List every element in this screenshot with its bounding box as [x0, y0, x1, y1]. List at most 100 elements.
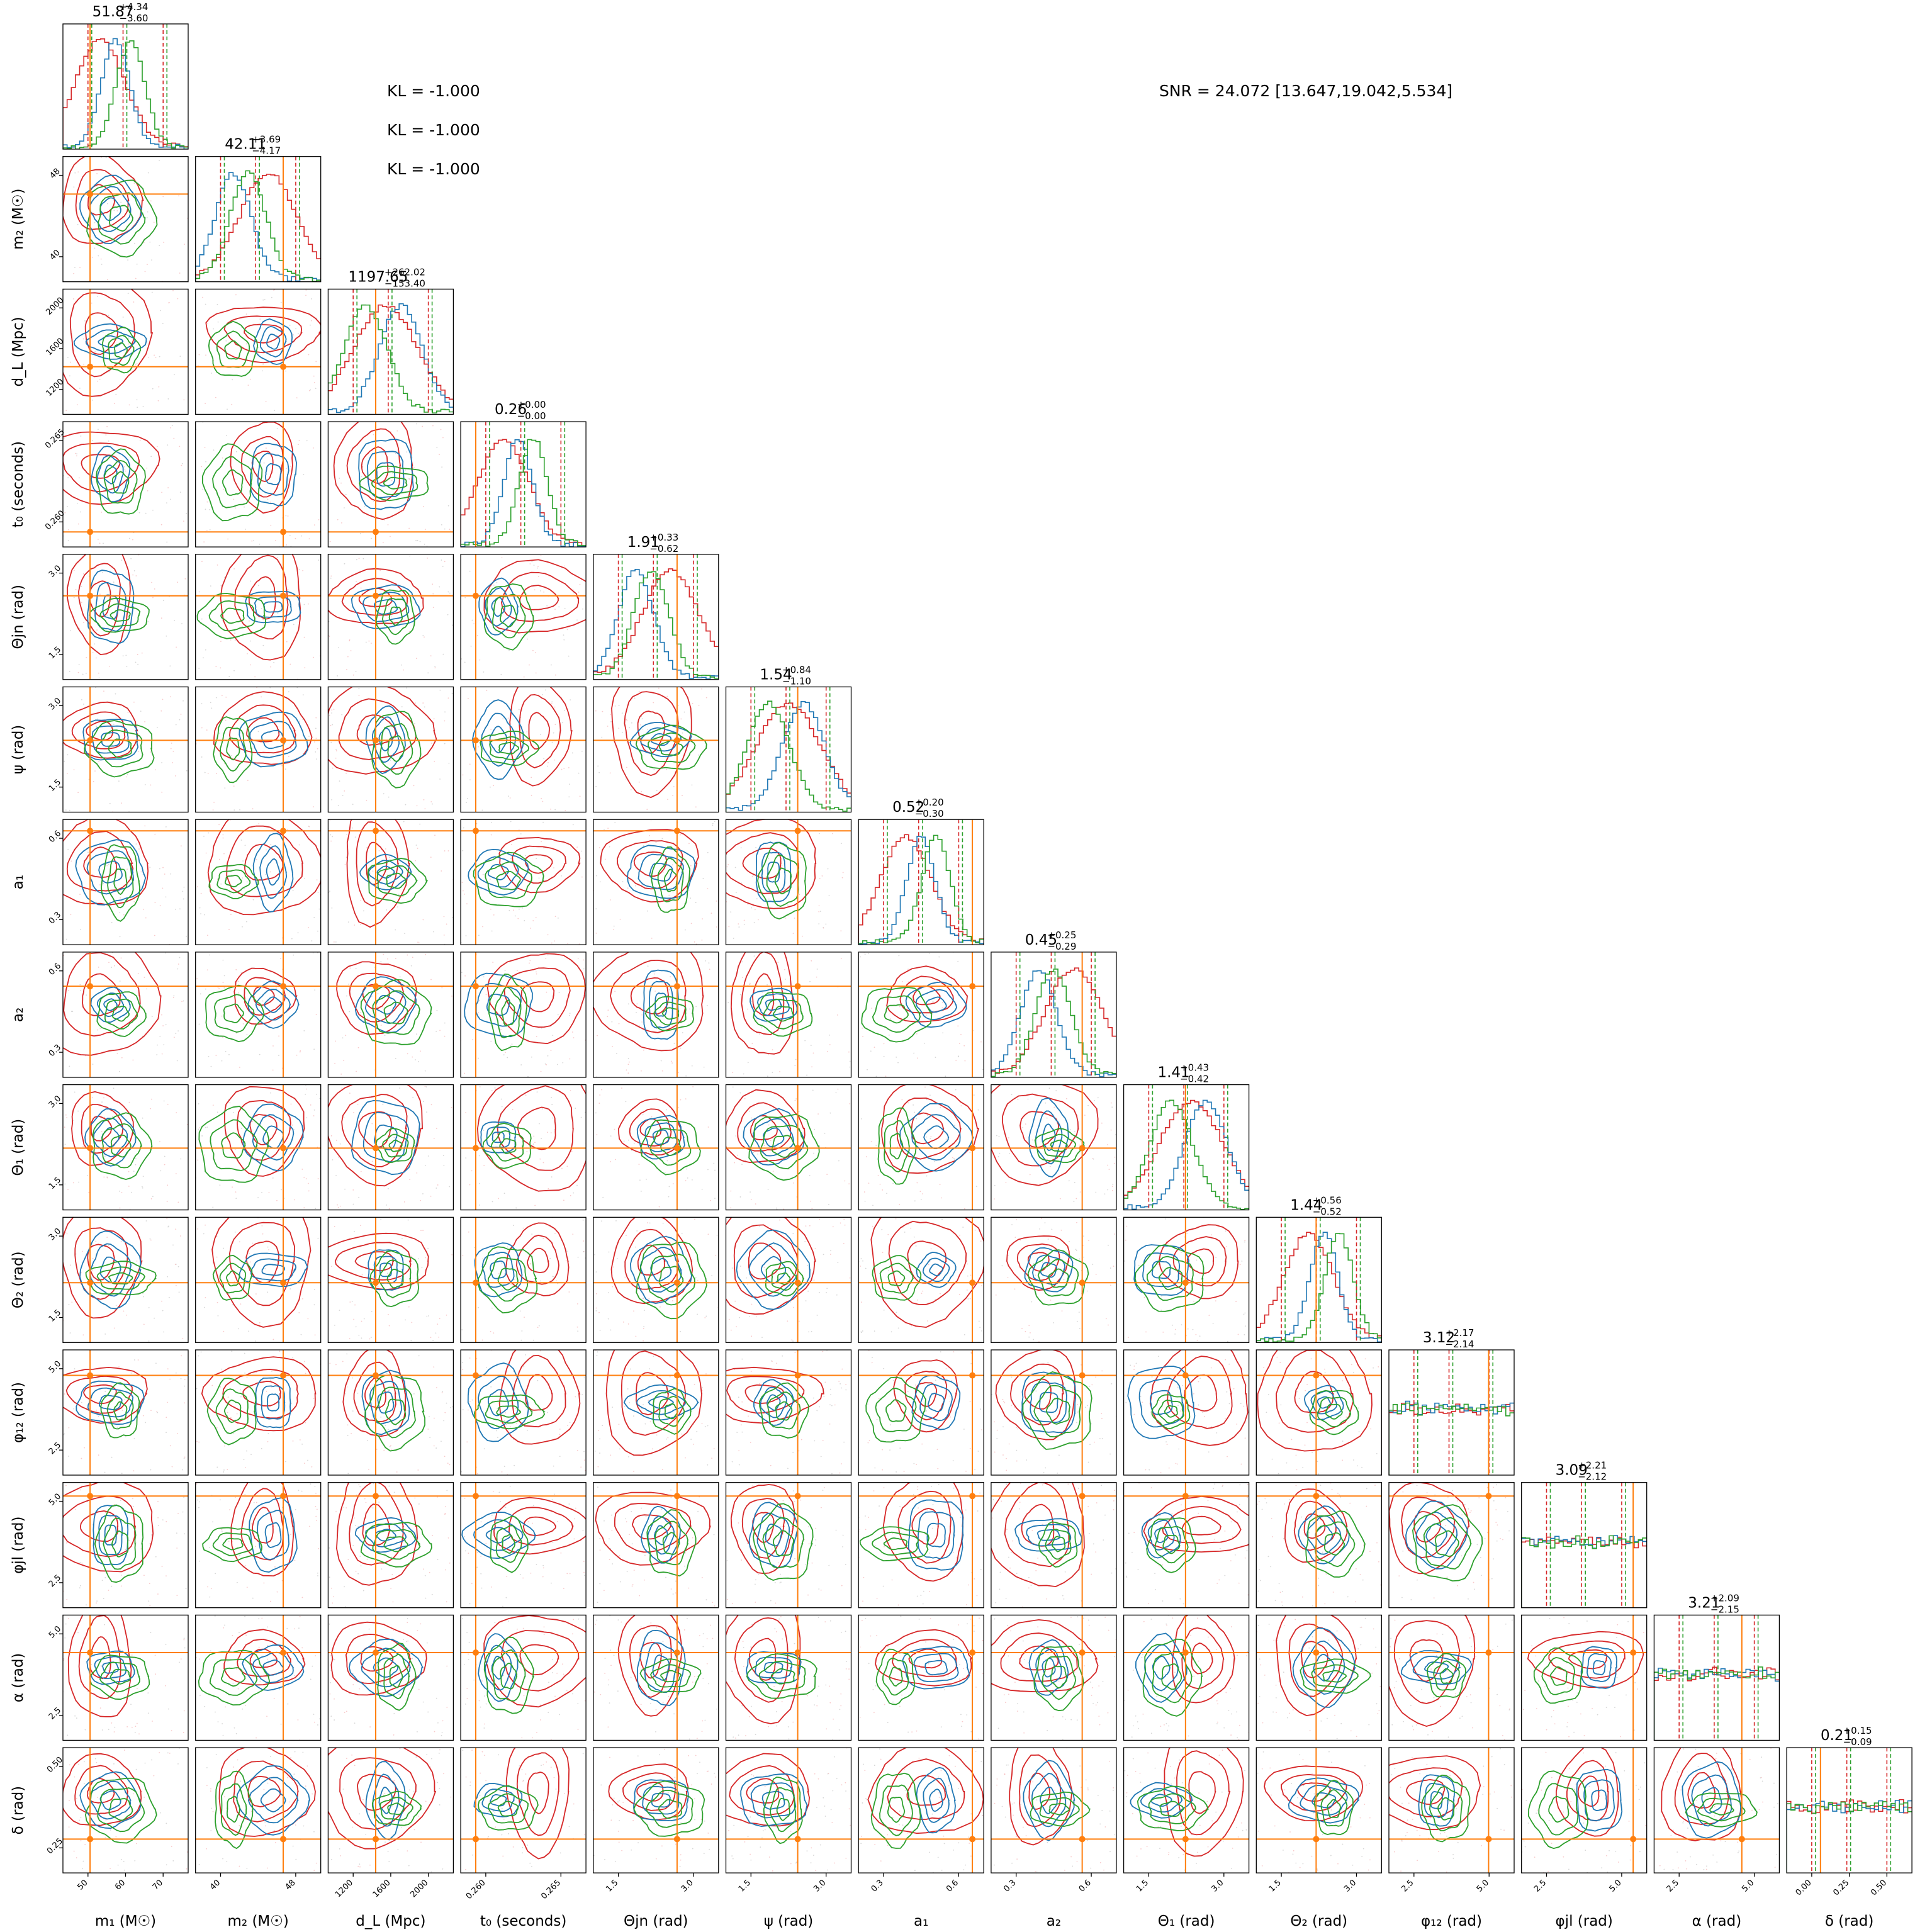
scatter-point	[87, 820, 89, 822]
scatter-point	[750, 1191, 751, 1193]
scatter-point	[952, 1157, 953, 1159]
truth-marker	[472, 1372, 479, 1379]
scatter-point	[652, 1448, 653, 1450]
scatter-point	[304, 1463, 306, 1464]
scatter-point	[1104, 1193, 1106, 1195]
scatter-point	[83, 363, 84, 365]
scatter-point	[575, 1507, 576, 1509]
panel-content	[726, 952, 851, 1077]
scatter-point	[246, 881, 248, 883]
scatter-point	[199, 907, 201, 909]
scatter-point	[135, 661, 137, 663]
contour-level	[605, 1350, 703, 1456]
contour-level	[640, 727, 683, 752]
scatter-point	[897, 1327, 899, 1329]
scatter-point	[899, 1505, 901, 1507]
scatter-point	[443, 1165, 445, 1166]
contour-level	[742, 847, 782, 879]
scatter-point	[614, 822, 616, 823]
scatter-point	[398, 894, 400, 896]
scatter-point	[380, 1416, 382, 1418]
scatter-point	[566, 1250, 568, 1252]
panel-content	[328, 1084, 454, 1210]
scatter-point	[715, 1254, 717, 1256]
scatter-point	[630, 1368, 631, 1370]
scatter-point	[849, 1277, 851, 1279]
contour-level	[1031, 1254, 1066, 1285]
scatter-point	[258, 585, 259, 587]
panel-content	[63, 1084, 188, 1210]
scatter-point	[329, 1362, 331, 1364]
scatter-point	[927, 1115, 928, 1116]
scatter-point	[696, 1430, 698, 1432]
scatter-point	[1033, 1339, 1035, 1340]
scatter-point	[529, 563, 531, 564]
scatter-point	[1369, 1391, 1371, 1393]
scatter-point	[162, 600, 164, 602]
scatter-point	[649, 1368, 650, 1369]
scatter-point	[88, 1192, 90, 1193]
scatter-point	[354, 1003, 356, 1004]
scatter-point	[252, 808, 254, 810]
scatter-point	[698, 754, 699, 756]
scatter-point	[1010, 1373, 1012, 1375]
scatter-point	[433, 1445, 435, 1447]
contour-level	[376, 865, 418, 897]
contour-level	[736, 1229, 811, 1310]
scatter-point	[1019, 1239, 1021, 1241]
scatter-point	[868, 953, 869, 955]
scatter-point	[434, 667, 436, 668]
scatter-point	[119, 1034, 121, 1035]
scatter-point	[295, 1508, 296, 1510]
scatter-point	[175, 1033, 177, 1034]
scatter-point	[536, 1036, 537, 1038]
contour-level	[760, 1386, 788, 1418]
scatter-point	[670, 1588, 672, 1590]
scatter-point	[389, 858, 391, 860]
scatter-point	[231, 1351, 233, 1352]
contour-level	[223, 1086, 305, 1177]
scatter-point	[132, 1498, 133, 1500]
scatter-point	[840, 1383, 841, 1384]
scatter-point	[335, 750, 337, 751]
scatter-point	[566, 629, 568, 631]
scatter-point	[738, 1522, 739, 1524]
scatter-point	[865, 1267, 867, 1269]
contour-level	[772, 1530, 794, 1557]
scatter-point	[800, 1499, 802, 1501]
scatter-point	[177, 1512, 179, 1514]
scatter-point	[305, 295, 306, 296]
scatter-point	[1079, 1191, 1081, 1193]
scatter-point	[490, 879, 491, 880]
scatter-point	[177, 1201, 179, 1203]
scatter-point	[1358, 1431, 1360, 1432]
scatter-point	[242, 860, 244, 862]
scatter-point	[329, 636, 330, 637]
contour-panel-5-3	[460, 686, 587, 813]
scatter-point	[541, 1027, 542, 1029]
contour-level	[646, 1509, 697, 1577]
scatter-point	[462, 1409, 464, 1410]
scatter-point	[728, 1318, 730, 1320]
contour-panel-4-3	[460, 554, 587, 680]
scatter-point	[1276, 1356, 1278, 1358]
scatter-point	[217, 321, 219, 323]
scatter-point	[155, 356, 157, 358]
scatter-point	[860, 956, 862, 958]
scatter-point	[345, 856, 347, 858]
scatter-point	[478, 746, 480, 748]
scatter-point	[1142, 1278, 1143, 1280]
scatter-point	[446, 923, 447, 925]
scatter-point	[298, 568, 300, 570]
scatter-point	[1193, 1300, 1194, 1302]
scatter-point	[1043, 1472, 1045, 1473]
scatter-point	[795, 1059, 797, 1060]
contour-level	[264, 1522, 282, 1548]
contour-level	[911, 1114, 961, 1161]
scatter-point	[206, 501, 208, 503]
scatter-point	[556, 1280, 557, 1282]
scatter-point	[643, 1404, 644, 1405]
scatter-point	[515, 870, 517, 872]
scatter-point	[563, 565, 565, 567]
scatter-point	[602, 1196, 604, 1198]
